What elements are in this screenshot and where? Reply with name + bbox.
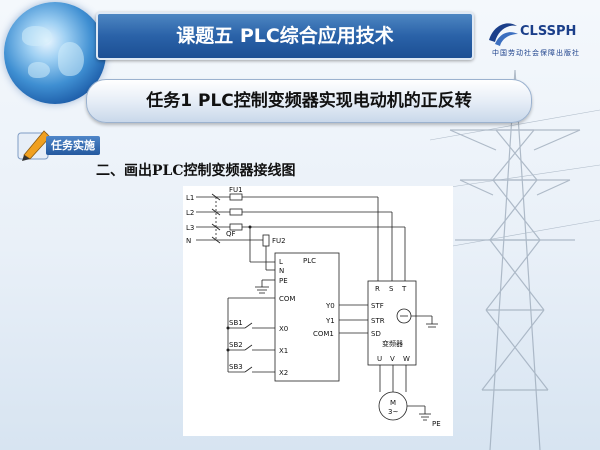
line-l1-label: L1 — [186, 194, 194, 202]
inverter-name: 变频器 — [382, 339, 403, 348]
inverter-terminal-s: S — [389, 285, 394, 293]
fuse1-label: FU1 — [229, 186, 243, 194]
inverter-input-str: STR — [371, 317, 385, 325]
button-sb3-label: SB3 — [229, 363, 243, 371]
publisher-name: CLSSPH — [520, 24, 577, 39]
plc-output-com1: COM1 — [313, 330, 334, 338]
inverter-output-v: V — [390, 355, 395, 363]
power-tower-icon — [430, 70, 600, 450]
plc-output-y1: Y1 — [325, 317, 335, 325]
section-heading: 二、画出PLC控制变频器接线图 — [96, 163, 296, 179]
fuse2-label: FU2 — [272, 237, 286, 245]
plc-title: PLC — [303, 257, 316, 265]
task-title: 任务1 PLC控制变频器实现电动机的正反转 — [86, 79, 532, 123]
inverter-output-w: W — [403, 355, 410, 363]
publisher-logo: CLSSPH 中国劳动社会保障出版社 — [486, 18, 596, 60]
pe-label: PE — [432, 420, 441, 428]
inverter-input-stf: STF — [371, 302, 384, 310]
plc-input-com: COM — [279, 295, 295, 303]
plc-input-l: L — [279, 258, 283, 266]
plc-input-x2: X2 — [279, 369, 288, 377]
motor-phase-label: 3~ — [388, 408, 398, 416]
section-badge: 任务实施 — [12, 125, 102, 167]
inverter-input-sd: SD — [371, 330, 381, 338]
plc-input-x1: X1 — [279, 347, 288, 355]
plc-input-pe: PE — [279, 277, 288, 285]
page-title: 课题五 PLC综合应用技术 — [96, 12, 474, 60]
plc-input-n: N — [279, 267, 284, 275]
button-sb1-label: SB1 — [229, 319, 243, 327]
plc-output-y0: Y0 — [325, 302, 335, 310]
motor-label: M — [390, 399, 396, 407]
section-badge-label: 任务实施 — [46, 136, 100, 155]
plc-input-x0: X0 — [279, 325, 288, 333]
line-n-label: N — [186, 237, 191, 245]
line-l2-label: L2 — [186, 209, 194, 217]
breaker-label: QF — [226, 230, 236, 238]
inverter-terminal-r: R — [375, 285, 380, 293]
publisher-subtitle: 中国劳动社会保障出版社 — [492, 49, 580, 57]
inverter-terminal-t: T — [401, 285, 407, 293]
line-l3-label: L3 — [186, 224, 194, 232]
button-sb2-label: SB2 — [229, 341, 243, 349]
publisher-mark-icon — [489, 23, 518, 46]
inverter-output-u: U — [377, 355, 382, 363]
